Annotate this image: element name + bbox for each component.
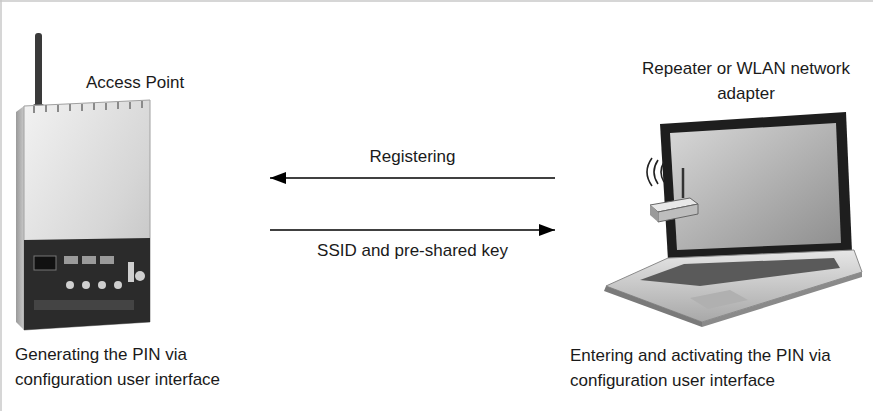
device-caption: Entering and activating the PIN via conf… [570,343,862,393]
frame-line [0,0,2,411]
arrow-connector [270,177,555,179]
arrow-label: SSID and pre-shared key [314,240,511,262]
device-caption: Generating the PIN via configuration use… [15,342,265,392]
wlan-adapter-picture [647,158,698,222]
device-node: Repeater or WLAN network adapterEntering… [555,52,867,397]
device-heading: Repeater or WLAN network adapter [641,56,851,106]
frame-line [0,0,873,2]
laptop-picture [604,112,862,327]
device-node: Access PointGenerating the PIN via confi… [8,58,270,396]
device-heading: Access Point [86,70,262,95]
arrow-label: Registering [367,146,459,168]
arrow-connector [270,229,555,231]
